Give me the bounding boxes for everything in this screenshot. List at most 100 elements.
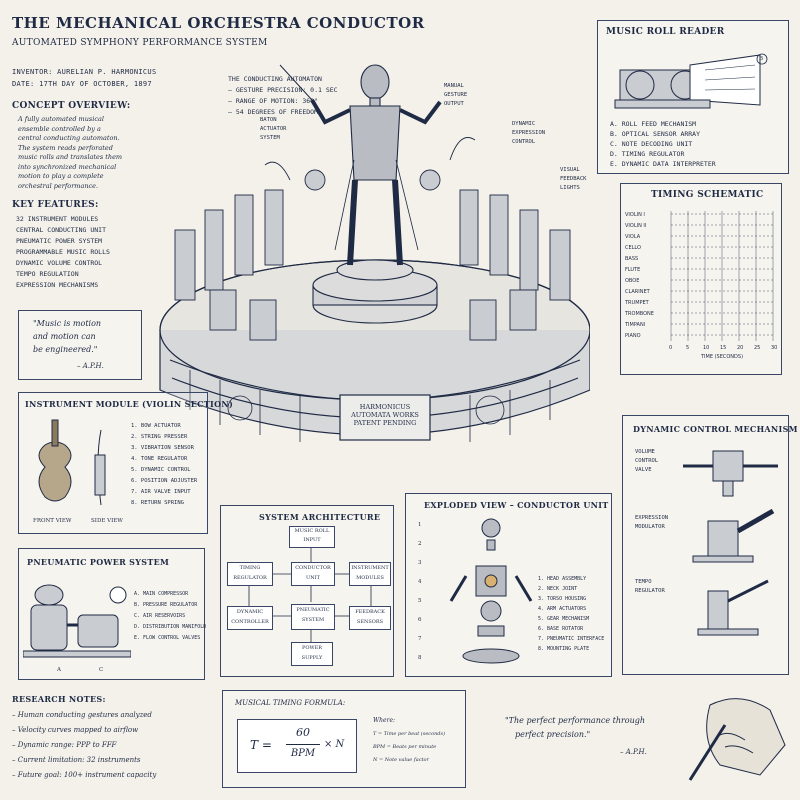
module-part: 1. BOW ACTUATOR: [131, 423, 181, 429]
feature-item: TEMPO REGULATION: [16, 270, 79, 278]
timing-tick-label: 10: [703, 345, 709, 351]
timing-tick-label: 25: [754, 345, 760, 351]
plaque-line: HARMONICUS: [359, 403, 411, 411]
exploded-parts-list: 1. HEAD ASSEMBLY 2. NECK JOINT 3. TORSO …: [538, 574, 604, 654]
callout-line: ACTUATOR: [260, 126, 287, 132]
exploded-part: 3. TORSO HOUSING: [538, 596, 587, 602]
concept-line: music rolls and translates them: [18, 153, 123, 161]
callout-line: GESTURE: [444, 92, 468, 98]
feature-item: 32 INSTRUMENT MODULES: [16, 215, 99, 223]
exploded-heading: EXPLODED VIEW – CONDUCTOR UNIT: [424, 500, 609, 510]
label-line: MODULATOR: [635, 524, 665, 530]
music-roll-list: A. ROLL FEED MECHANISM B. OPTICAL SENSOR…: [610, 119, 716, 169]
timing-instrument-label: TROMBONE: [624, 311, 654, 317]
timing-heading: TIMING SCHEMATIC: [651, 190, 764, 200]
node-line: TIMING: [239, 565, 261, 571]
node-line: SYSTEM: [301, 617, 325, 623]
node-line: INPUT: [303, 537, 321, 543]
concept-line: A fully automated musical: [18, 115, 104, 123]
callout-line: SYSTEM: [260, 135, 280, 141]
dynamic-control-illustration: [683, 450, 778, 636]
exploded-number: 4: [418, 579, 422, 585]
pneumatic-parts-list: A. MAIN COMPRESSOR B. PRESSURE REGULATOR…: [134, 589, 206, 644]
label-line: VALVE: [635, 467, 652, 473]
module-part: 4. TONE REGULATOR: [131, 456, 188, 462]
node-line: POWER: [301, 645, 323, 651]
module-part: 5. DYNAMIC CONTROL: [131, 467, 191, 473]
timing-instrument-label: CELLO: [625, 245, 641, 251]
feature-item: PROGRAMMABLE MUSIC ROLLS: [16, 248, 110, 256]
timing-instrument-label: CLARINET: [625, 289, 651, 295]
concept-line: ensemble controlled by a: [18, 124, 101, 133]
fraction-bar: [286, 744, 320, 745]
formula-where: Where:: [373, 717, 396, 724]
roll-item: C. NOTE DECODING UNIT: [610, 140, 693, 148]
concept-line: The system reads perforated: [18, 143, 113, 152]
callout-line: EXPRESSION: [512, 130, 546, 136]
module-part: 2. STRING PRESSER: [131, 434, 188, 440]
closing-quote-author: – A.P.H.: [620, 748, 647, 756]
label-line: REGULATOR: [635, 588, 665, 594]
formula-lhs: T =: [250, 738, 272, 752]
exploded-number: 8: [418, 655, 422, 661]
front-view-label: FRONT VIEW: [33, 518, 72, 524]
architecture-heading: SYSTEM ARCHITECTURE: [259, 512, 381, 522]
research-item: – Future goal: 100+ instrument capacity: [12, 771, 157, 779]
pneumatic-label-a: A: [57, 667, 61, 673]
pneumatic-illustration: [23, 584, 131, 658]
company-plaque: HARMONICUS AUTOMATA WORKS PATENT PENDING: [346, 403, 424, 427]
module-part: 6. POSITION ADJUSTER: [131, 478, 198, 484]
formula-def: N = Note value factor: [373, 757, 429, 763]
node-line: DYNAMIC: [236, 609, 264, 615]
timing-tick-label: 5: [686, 345, 689, 351]
node-line: SENSORS: [356, 619, 384, 625]
exploded-view-panel: EXPLODED VIEW – CONDUCTOR UNIT 1 2 3 4 5…: [405, 493, 612, 677]
features-heading: KEY FEATURES:: [12, 200, 99, 210]
quote-box: "Music is motion and motion can be engin…: [18, 310, 142, 380]
instrument-module-panel: INSTRUMENT MODULE (VIOLIN SECTION) FRONT…: [18, 392, 233, 534]
timing-instrument-label: TIMPANI: [624, 322, 645, 328]
node-line: CONTROLLER: [231, 619, 269, 625]
exploded-part: 6. BASE ROTATOR: [538, 626, 584, 632]
pneumatic-heading: PNEUMATIC POWER SYSTEM: [27, 557, 170, 567]
formula-heading: MUSICAL TIMING FORMULA:: [235, 699, 346, 707]
timing-xlabel: TIME (SECONDS): [700, 354, 743, 360]
exploded-part: 1. HEAD ASSEMBLY: [538, 576, 587, 582]
exploded-part: 4. ARM ACTUATORS: [538, 606, 587, 612]
timing-instrument-label: PIANO: [625, 333, 641, 339]
label-line: TEMPO: [635, 579, 652, 585]
formula-numerator: 60: [296, 726, 310, 739]
system-architecture-panel: SYSTEM ARCHITECTURE MUSIC ROLL INPUT TIMI…: [220, 505, 394, 677]
concept-line: motion to play a complete: [18, 172, 104, 180]
timing-instrument-label: OBOE: [625, 278, 639, 284]
tempo-regulator-label: TEMPO REGULATOR: [635, 578, 665, 596]
pipe-details: [189, 370, 551, 442]
module-part: 3. VIBRATION SENSOR: [131, 445, 194, 451]
music-roll-heading: MUSIC ROLL READER: [606, 27, 725, 37]
feature-item: DYNAMIC VOLUME CONTROL: [16, 259, 103, 267]
research-item: – Dynamic range: PPP to FFF: [12, 741, 117, 749]
node-line: INSTRUMENT: [351, 565, 389, 571]
formula-denominator: BPM: [290, 748, 316, 759]
inventor-line: INVENTOR: AURELIAN P. HARMONICUS: [12, 68, 157, 76]
exploded-number: 7: [418, 636, 422, 642]
exploded-number: 2: [418, 541, 422, 547]
node-line: MUSIC ROLL: [294, 528, 330, 534]
node-line: UNIT: [306, 575, 320, 581]
expression-callout: DYNAMIC EXPRESSION CONTROL: [512, 120, 545, 147]
music-roll-panel: MUSIC ROLL READER B A. ROLL FEED MECHANI…: [597, 20, 789, 174]
label-line: CONTROL: [635, 458, 659, 464]
exploded-numbers: 1 2 3 4 5 6 7 8: [418, 516, 422, 668]
automaton-spec: – 54 DEGREES OF FREEDOM: [228, 108, 319, 116]
exploded-number: 1: [418, 522, 422, 528]
concept-heading: CONCEPT OVERVIEW:: [12, 101, 131, 111]
manual-gesture-callout: MANUAL GESTURE OUTPUT: [444, 82, 467, 109]
node-dynamic: DYNAMIC CONTROLLER: [227, 606, 273, 630]
timing-tick-label: 0: [669, 345, 672, 351]
node-line: FEEDBACK: [355, 609, 385, 615]
architecture-connectors: [248, 546, 372, 642]
pneumatic-part: D. DISTRIBUTION MANIFOLD: [134, 624, 207, 630]
pneumatic-part: E. FLOW CONTROL VALVES: [134, 635, 201, 641]
